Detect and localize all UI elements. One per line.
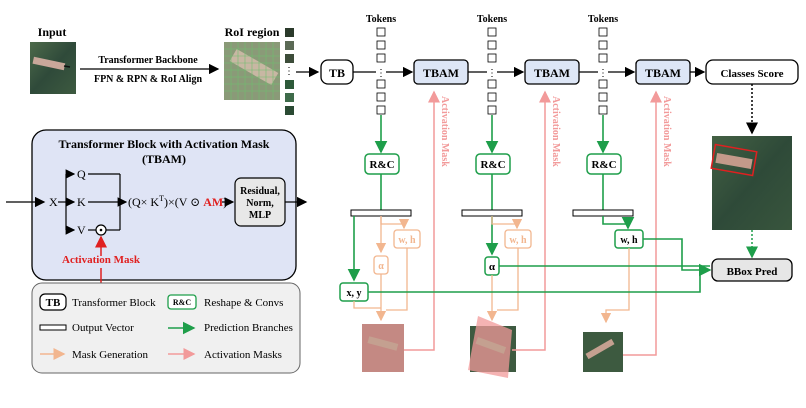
residual-line-3: MLP — [249, 210, 271, 221]
mask-gen-2c — [497, 248, 519, 311]
legend-prediction-branches: Prediction Branches — [204, 322, 293, 334]
bbox-pred-label: BBox Pred — [727, 266, 778, 278]
token-column-1 — [376, 27, 386, 115]
mask-gen-3 — [600, 248, 630, 324]
output-vector-1 — [350, 209, 412, 217]
attention-formula: (Q× KT)×(V ⊙ AM) — [128, 194, 227, 209]
rc-label-1: R&C — [369, 159, 394, 171]
output-vector-2 — [461, 209, 523, 217]
bbox-pred-box — [711, 258, 793, 282]
rc-box-1 — [364, 153, 400, 175]
q-label: Q — [77, 167, 86, 181]
backbone-label-2: FPN & RPN & RoI Align — [94, 74, 202, 85]
k-label: K — [77, 195, 86, 209]
tb-label: TB — [329, 66, 345, 80]
legend-output-vector-swatch — [39, 324, 67, 331]
x-label: X — [49, 195, 58, 209]
mask-gen-1e — [353, 301, 381, 309]
activation-mask-label: Activation Mask — [62, 254, 141, 266]
branch-xy-label: x, y — [347, 288, 362, 299]
legend-tb-box — [39, 293, 67, 311]
token-column-2 — [487, 27, 497, 115]
token-dots-2: ⋮ — [487, 68, 497, 79]
legend-panel — [31, 282, 301, 374]
legend-rc-box — [167, 294, 197, 310]
tbam-title-1: Transformer Block with Activation Mask — [59, 137, 270, 151]
tbam-label-3: TBAM — [645, 66, 681, 80]
tokens-label-3: Tokens — [588, 14, 618, 25]
input-image — [30, 42, 76, 94]
tbam-label-1: TBAM — [423, 66, 459, 80]
output-vector-3 — [572, 209, 634, 217]
mask-gen-2a — [491, 216, 523, 230]
branch-alpha-label-2: α — [489, 261, 496, 273]
branch-wh-arrow — [602, 216, 635, 230]
legend-rc-box-label: R&C — [173, 298, 191, 307]
mask-gen-1b — [380, 216, 410, 230]
legend-mask-generation: Mask Generation — [72, 349, 149, 361]
activation-mask-vertical-3: Activation Mask — [661, 96, 672, 167]
residual-line-2: Norm, — [246, 198, 274, 209]
tbam-title-2: (TBAM) — [142, 152, 186, 166]
backbone-label-1: Transformer Backbone — [98, 55, 198, 66]
token-dots-3: ⋮ — [598, 68, 608, 79]
legend-activation-masks: Activation Masks — [204, 349, 282, 361]
branch-wh-label-2: w, h — [509, 235, 527, 246]
mask-image-2 — [468, 316, 516, 378]
rc-box-2 — [475, 153, 511, 175]
classes-score-label: Classes Score — [720, 68, 783, 80]
tokens-label-1: Tokens — [366, 14, 396, 25]
input-label: Input — [38, 25, 67, 39]
legend-tb-box-label: TB — [46, 297, 61, 309]
wh-to-bbox-line — [643, 238, 712, 277]
rc-label-3: R&C — [591, 159, 616, 171]
branch-wh-label-3: w, h — [620, 235, 638, 246]
patch-dots: ⋮ — [284, 66, 294, 77]
xy-to-bbox-line — [368, 270, 701, 293]
branch-alpha-label-1: α — [378, 261, 384, 272]
rc-label-2: R&C — [480, 159, 505, 171]
v-label: V — [77, 223, 86, 237]
roi-image — [224, 42, 280, 100]
mask-gen-1d — [386, 248, 408, 311]
activation-mask-return-2 — [512, 90, 551, 351]
roi-label: RoI region — [225, 25, 280, 39]
hadamard-dot — [99, 228, 103, 232]
branch-wh-label-1: w, h — [398, 235, 416, 246]
legend-rc-text: Reshape & Convs — [204, 297, 283, 309]
activation-mask-return-3 — [623, 90, 662, 356]
token-dots-1: ⋮ — [376, 68, 386, 79]
token-column-3 — [598, 27, 608, 115]
legend-tb-text: Transformer Block — [72, 297, 156, 309]
activation-mask-vertical-1: Activation Mask — [439, 96, 450, 167]
legend-output-vector: Output Vector — [72, 322, 134, 334]
mask-image-1 — [362, 324, 404, 372]
rc-box-3 — [586, 153, 622, 175]
patch-tokens: ⋮ — [284, 28, 294, 115]
output-image — [710, 136, 792, 230]
activation-mask-vertical-2: Activation Mask — [550, 96, 561, 167]
mask-image-3 — [583, 332, 623, 372]
residual-line-1: Residual, — [240, 186, 280, 197]
activation-mask-return-1 — [404, 90, 440, 351]
tokens-label-2: Tokens — [477, 14, 507, 25]
tbam-label-2: TBAM — [534, 66, 570, 80]
